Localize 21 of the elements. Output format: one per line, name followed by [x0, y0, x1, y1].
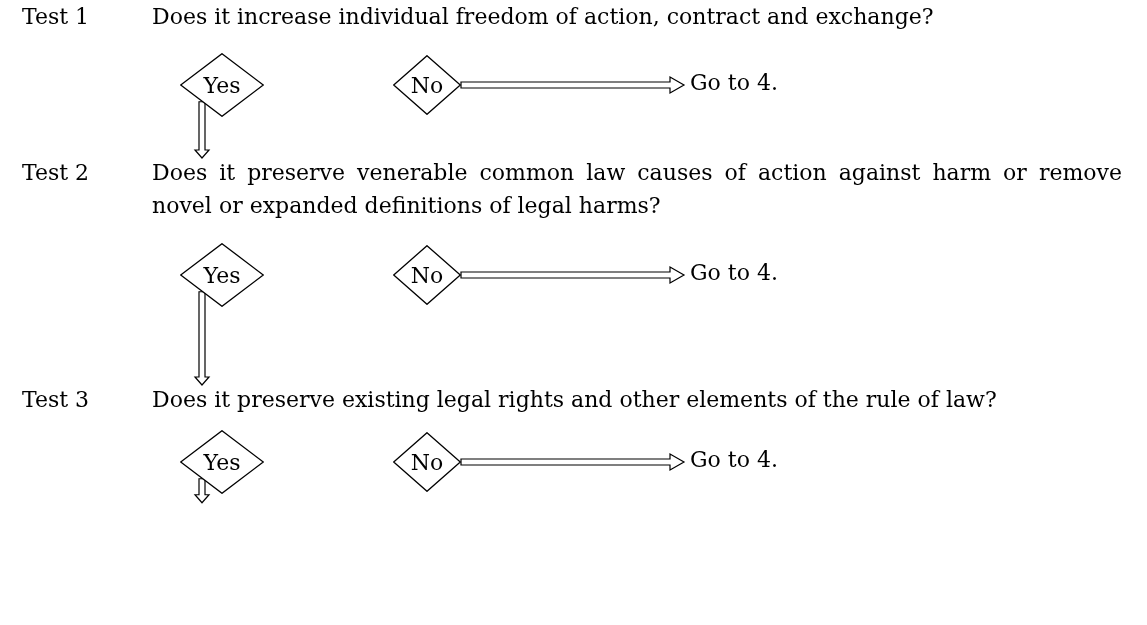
- block-arrow: [460, 452, 686, 472]
- block-arrow: [460, 265, 686, 285]
- test-label: Test 1: [22, 3, 90, 31]
- decision-diamond: Yes: [180, 430, 264, 494]
- outcome-text: Go to 4.: [690, 70, 790, 100]
- question-text: Does it increase individual freedom of action, contract and exchange?: [152, 3, 935, 31]
- decision-diamond: No: [393, 55, 461, 115]
- test-label: Test 3: [22, 386, 90, 414]
- block-arrow: [193, 478, 211, 504]
- decision-diamond: No: [393, 245, 461, 305]
- question-text: Does it preserve existing legal rights and other elements of the rule of law?: [152, 386, 998, 414]
- question-text: Does it preserve venerable common law causes of action against harm or remove novel or expanded definitions of legal harms?: [152, 159, 1122, 220]
- test-label: Test 2: [22, 159, 90, 187]
- block-arrow: [193, 101, 211, 159]
- block-arrow: [193, 291, 211, 386]
- decision-diamond: Yes: [180, 243, 264, 307]
- outcome-text: Go to 4.: [690, 447, 790, 477]
- decision-diamond: Yes: [180, 53, 264, 117]
- decision-diamond: No: [393, 432, 461, 492]
- block-arrow: [460, 75, 686, 95]
- outcome-text: Go to 4.: [690, 260, 790, 290]
